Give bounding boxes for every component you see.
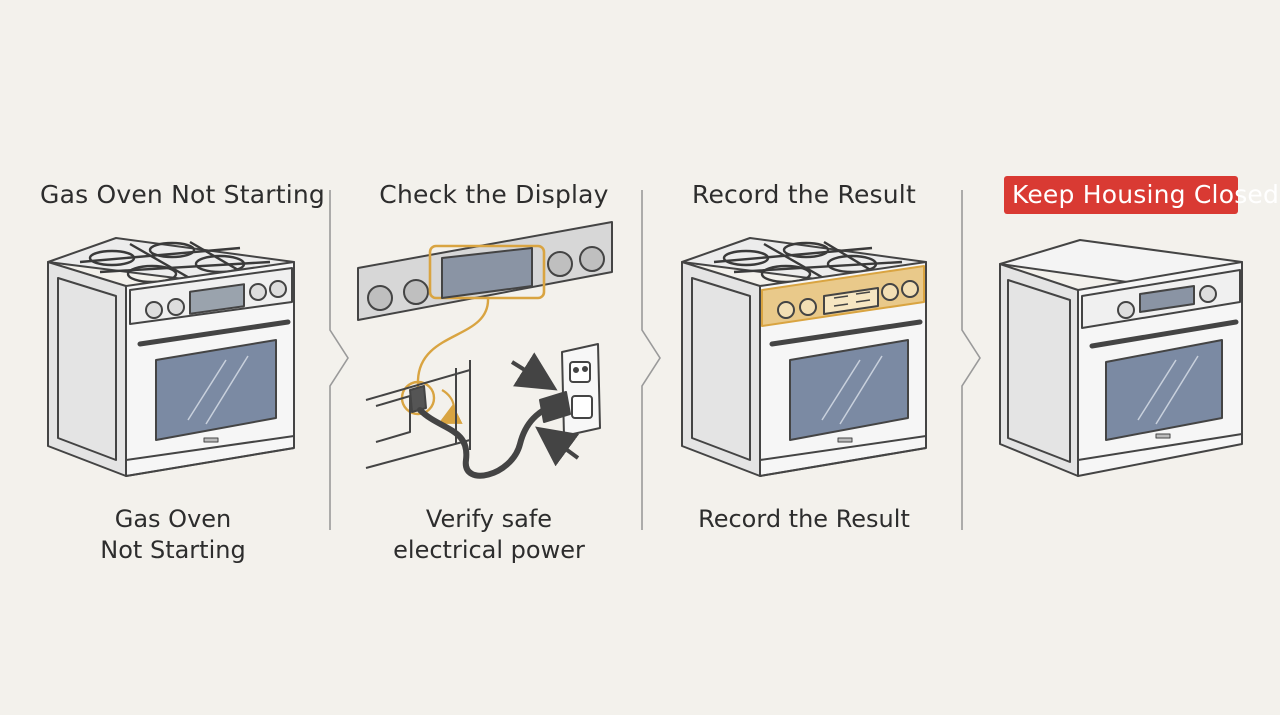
caption-record-the-result: Record the Result	[666, 504, 942, 535]
panel-title-record-the-result: Record the Result	[692, 180, 916, 209]
separator-3	[961, 190, 981, 530]
separator-2	[641, 190, 661, 530]
caption-line: Not Starting	[100, 536, 246, 564]
wall-outlet	[561, 343, 601, 437]
oven-window-3	[789, 339, 909, 441]
panel-title-keep-housing-closed: Keep Housing Closed	[1004, 176, 1279, 214]
gas-range-illustration	[47, 237, 295, 477]
oven-window-1	[155, 339, 277, 441]
display-highlight	[428, 244, 546, 300]
panel-title-check-the-display: Check the Display	[379, 180, 609, 209]
closed-housing-illustration	[999, 239, 1243, 477]
caption-line: Record the Result	[698, 505, 910, 533]
caption-verify-power: Verify safe electrical power	[356, 504, 622, 566]
gas-range-highlighted-illustration	[681, 237, 927, 477]
burner-grates	[79, 240, 271, 286]
caption-line: Gas Oven	[114, 505, 232, 533]
caption-gas-oven-not-starting: Gas Oven Not Starting	[40, 504, 306, 566]
caption-line: Verify safe	[425, 505, 553, 533]
panel-separators	[329, 190, 981, 530]
panel-title-gas-oven-not-starting: Gas Oven Not Starting	[40, 180, 325, 209]
display-and-power-illustration	[357, 221, 613, 479]
display-screen	[441, 247, 533, 299]
separator-1	[329, 190, 349, 530]
caption-line: electrical power	[393, 536, 585, 564]
